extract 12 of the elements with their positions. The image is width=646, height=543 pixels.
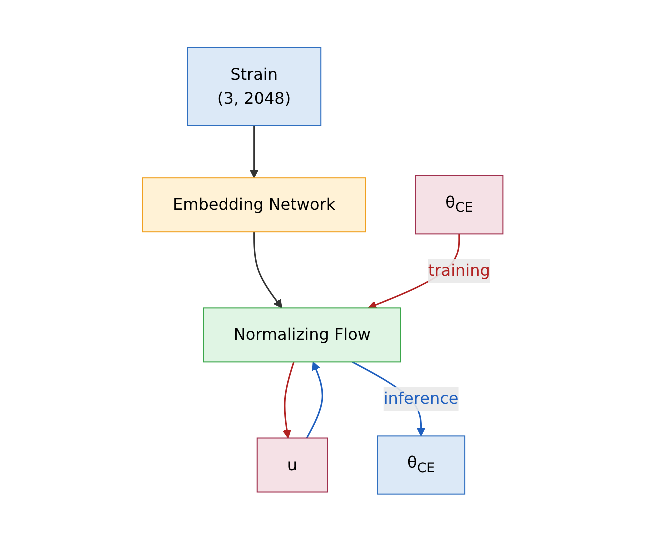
- node-box: θ$_{CE}$: [415, 176, 504, 235]
- arrow: [306, 362, 324, 439]
- edge-label: inference: [384, 390, 459, 408]
- arrow: [250, 126, 259, 179]
- edge-label: training: [428, 262, 490, 280]
- node-box: u: [256, 438, 328, 494]
- node-box: Embedding Network: [142, 178, 366, 233]
- arrow: [282, 362, 295, 439]
- node-box: Strain (3, 2048): [186, 48, 322, 127]
- node-box: Normalizing Flow: [203, 308, 402, 363]
- node-box: θ$_{CE}$: [376, 436, 466, 496]
- arrow: [253, 232, 282, 309]
